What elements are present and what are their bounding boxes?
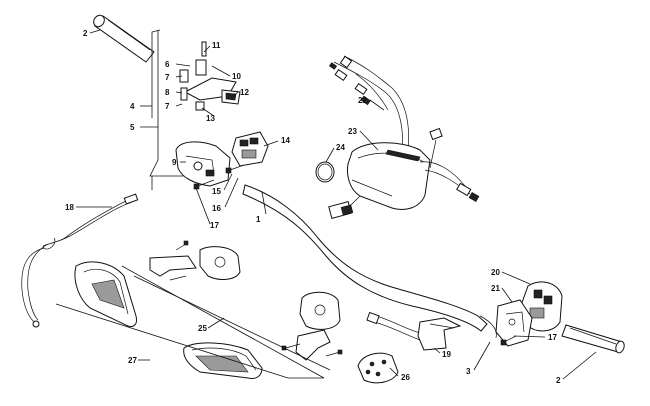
callout-21: 21: [491, 284, 500, 293]
callout-2-left: 2: [83, 29, 88, 38]
callout-17-right: 17: [548, 333, 557, 342]
callout-15: 15: [212, 187, 221, 196]
handguard-bracket-lines: [55, 265, 331, 379]
leader-lines: [76, 29, 597, 380]
screw-right: [500, 335, 517, 346]
bracket-lines: [149, 29, 210, 190]
callout-14: 14: [281, 136, 290, 145]
o-ring: [315, 161, 335, 183]
callout-labels: 2 6 7 8 7 4 5 11 10 12 13 14 9 15 16 17 …: [65, 29, 561, 385]
callout-20: 20: [491, 268, 500, 277]
throttle-assembly: [179, 41, 241, 111]
callout-12: 12: [240, 88, 249, 97]
callout-7-upper: 7: [165, 73, 170, 82]
callout-25: 25: [198, 324, 207, 333]
left-switch-housing: [175, 141, 231, 187]
callout-11: 11: [212, 41, 221, 50]
callout-24: 24: [336, 143, 345, 152]
callout-17-left: 17: [210, 221, 219, 230]
callout-7-lower: 7: [165, 102, 170, 111]
throttle-housing: [366, 311, 462, 351]
right-handguard-mount: [281, 291, 343, 361]
callout-1: 1: [256, 215, 261, 224]
control-module: [328, 127, 480, 219]
callout-4: 4: [130, 102, 135, 111]
left-grip: [93, 14, 155, 63]
right-grip: [561, 324, 625, 354]
callout-3: 3: [466, 367, 471, 376]
callout-18: 18: [65, 203, 74, 212]
left-handguard: [74, 261, 137, 327]
left-handguard-mount: [149, 240, 241, 281]
callout-26: 26: [401, 373, 410, 382]
callout-9: 9: [172, 158, 177, 167]
callout-27: 27: [128, 356, 137, 365]
screws-left: [193, 164, 245, 190]
right-switch-housing: [495, 281, 563, 347]
throttle-cable: [21, 193, 139, 328]
wiring-harness: [328, 55, 409, 151]
switch-connector: [231, 131, 269, 167]
callout-22: 22: [358, 96, 367, 105]
callout-23: 23: [348, 127, 357, 136]
hardware-kit: [357, 352, 399, 384]
right-handguard: [183, 342, 263, 379]
callout-13: 13: [206, 114, 215, 123]
callout-2-right: 2: [556, 376, 561, 385]
callout-10: 10: [232, 72, 241, 81]
callout-5: 5: [130, 123, 135, 132]
callout-19: 19: [442, 350, 451, 359]
handlebar: [242, 184, 497, 339]
callout-6: 6: [165, 60, 170, 69]
callout-8: 8: [165, 88, 170, 97]
callout-16: 16: [212, 204, 221, 213]
